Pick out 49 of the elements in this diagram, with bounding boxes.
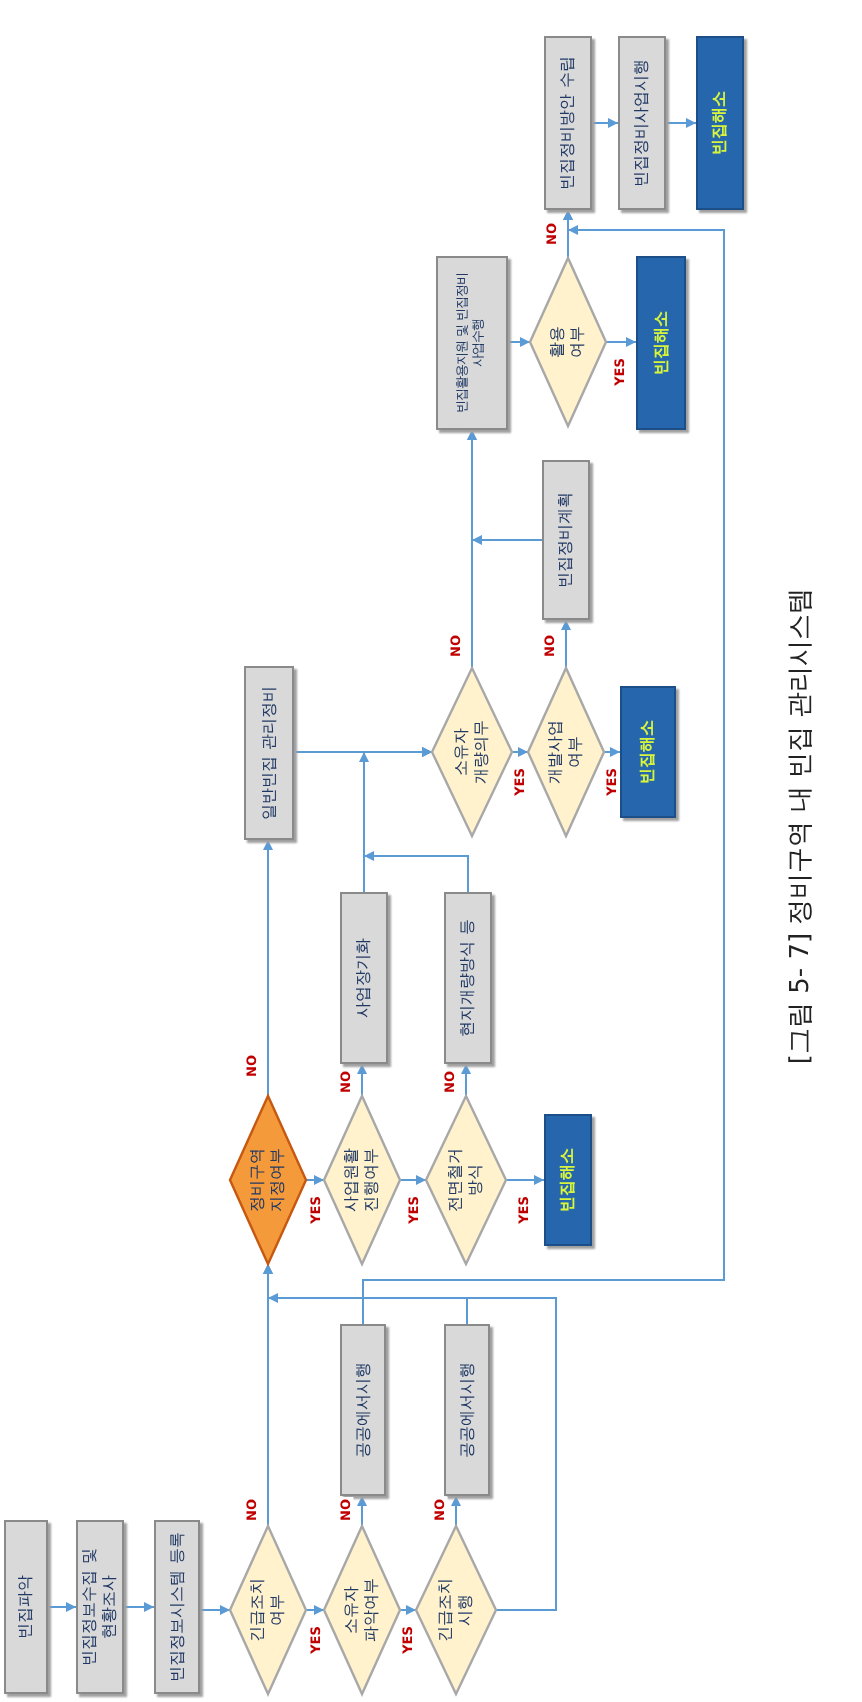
decision-diamond: 소유자 개량의무 bbox=[432, 668, 512, 836]
arrow bbox=[591, 118, 619, 128]
arrow bbox=[357, 1495, 367, 1527]
arrow bbox=[263, 1263, 468, 1325]
process-box: 공공에서시행 bbox=[444, 1324, 490, 1496]
decision-diamond: 정비구역 지정여부 bbox=[230, 1096, 306, 1264]
process-box: 빈집정보수집 및 현황조사 bbox=[76, 1520, 124, 1694]
decision-diamond: 전면철거 방식 bbox=[426, 1096, 506, 1264]
decision-diamond: 긴급조치 여부 bbox=[230, 1526, 306, 1694]
arrow bbox=[363, 747, 469, 893]
process-box: 빈집정보시스템 등록 bbox=[154, 1520, 200, 1694]
decision-diamond: 개발사업 여부 bbox=[528, 668, 604, 836]
arrow bbox=[563, 209, 573, 259]
arrow bbox=[561, 619, 571, 669]
arrow bbox=[399, 1175, 427, 1185]
arrow bbox=[461, 1063, 471, 1097]
arrow bbox=[665, 118, 697, 128]
process-box: 빈집정비방안 수립 bbox=[544, 36, 592, 210]
arrow bbox=[603, 747, 621, 757]
arrow bbox=[511, 747, 529, 757]
arrow bbox=[451, 1495, 461, 1527]
arrow bbox=[47, 1602, 77, 1612]
process-box: 빈집파악 bbox=[4, 1520, 48, 1694]
caption: [그림 5- 7] 정비구역 내 빈집 관리시스템 bbox=[784, 587, 818, 1065]
process-box: 사업장기화 bbox=[340, 892, 388, 1064]
arrow bbox=[263, 839, 273, 1097]
process-box: 일반빈집 관리정비 bbox=[244, 666, 294, 840]
process-box: 빈집정비계획 bbox=[542, 460, 590, 620]
terminal-box: 빈집해소 bbox=[696, 36, 744, 210]
decision-diamond: 소유자 파악여부 bbox=[324, 1526, 400, 1694]
arrow bbox=[505, 1175, 545, 1185]
arrow bbox=[605, 337, 637, 347]
arrow bbox=[467, 429, 543, 545]
terminal-box: 빈집해소 bbox=[544, 1114, 592, 1246]
arrow bbox=[507, 337, 531, 347]
terminal-box: 빈집해소 bbox=[636, 256, 686, 430]
process-box: 빈집정비사업시행 bbox=[618, 36, 666, 210]
arrow bbox=[357, 1063, 367, 1097]
decision-diamond: 긴급조치 시행 bbox=[416, 1526, 496, 1694]
decision-diamond: 사업원활 진행여부 bbox=[324, 1096, 400, 1264]
decision-diamond: 활용 여부 bbox=[530, 258, 606, 426]
arrow bbox=[123, 1602, 155, 1612]
process-box: 현지개량방식 등 bbox=[444, 892, 492, 1064]
arrow bbox=[305, 1175, 325, 1185]
arrow bbox=[305, 1605, 325, 1615]
arrow bbox=[199, 1605, 231, 1615]
arrow bbox=[399, 1605, 417, 1615]
terminal-box: 빈집해소 bbox=[620, 686, 676, 818]
process-box: 공공에서시행 bbox=[340, 1324, 386, 1496]
